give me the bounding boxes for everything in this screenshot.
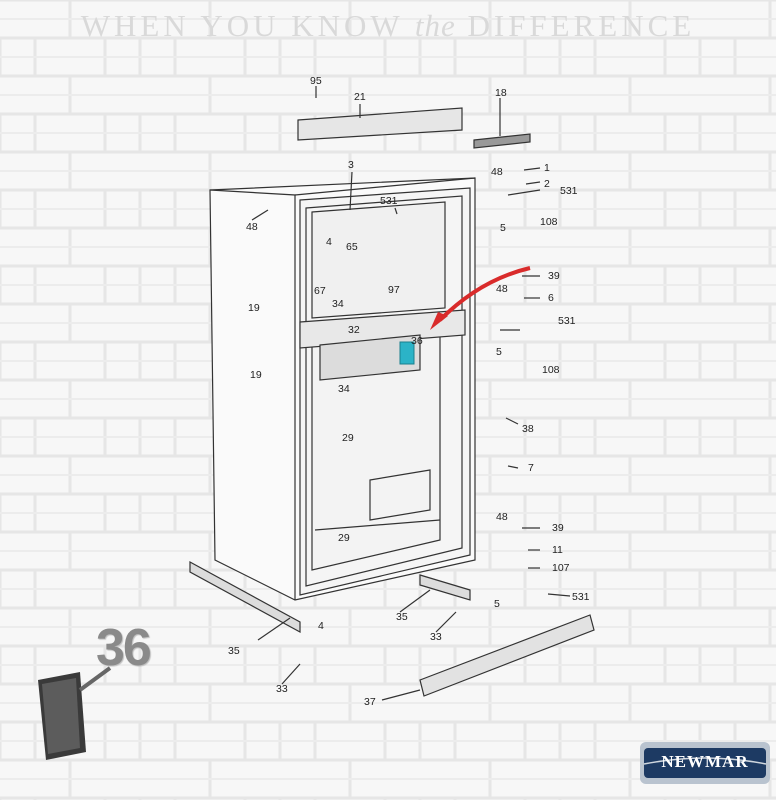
callout-37: 37 [364,696,376,708]
callout-11: 11 [552,544,563,556]
callout-95: 95 [310,75,322,87]
callout-108-top: 108 [540,216,558,228]
refrigerator-cabinet [189,86,595,701]
highlighted-part-36 [399,341,415,365]
callout-19-top: 19 [248,302,260,314]
tagline-part-2: DIFFERENCE [467,8,696,43]
callout-5-mid: 5 [496,346,502,358]
callout-107: 107 [552,562,570,574]
callout-48-left: 48 [246,221,258,233]
part-36-inset [38,666,112,760]
callout-29-mid: 29 [342,432,354,444]
callout-2: 2 [544,178,550,190]
callout-36: 36 [411,335,423,347]
callout-34-top: 34 [332,298,344,310]
callout-67: 67 [314,285,326,297]
tagline-part-1: WHEN YOU KNOW [80,8,404,43]
callout-38: 38 [522,423,534,435]
callout-531-bottom: 531 [572,591,590,603]
callout-35-right: 35 [396,611,408,623]
callout-48-top: 48 [491,166,503,178]
callout-97: 97 [388,284,400,296]
callout-33-left: 33 [276,683,288,695]
red-arrow [438,266,531,322]
callout-6: 6 [548,292,554,304]
callout-4-top: 4 [326,236,332,248]
callout-108-mid: 108 [542,364,560,376]
callout-34-bottom: 34 [338,383,350,395]
callout-39-bottom: 39 [552,522,564,534]
callout-5-top: 5 [500,222,506,234]
callout-32: 32 [348,324,360,336]
callout-33-right: 33 [430,631,442,643]
callout-39-top: 39 [548,270,560,282]
tagline-emphasis: the [414,8,456,43]
callout-18: 18 [495,87,507,99]
callout-531-door: 531 [380,195,398,207]
callout-21: 21 [354,91,366,103]
red-arrow-head [430,312,448,330]
callout-65: 65 [346,241,358,253]
callout-48-mid: 48 [496,283,508,295]
callout-531-mid: 531 [558,315,576,327]
newmar-logo [640,742,770,784]
tagline: WHEN YOU KNOW the DIFFERENCE [0,8,776,44]
callout-4-bottom: 4 [318,620,324,632]
callout-5-bottom: 5 [494,598,500,610]
callout-29-bottom: 29 [338,532,350,544]
callout-531-top-right: 531 [560,185,578,197]
callout-labels: 95 21 18 3 1 2 48 531 531 48 5 108 4 65 … [228,75,590,708]
callout-3: 3 [348,159,354,171]
callout-48-bottom: 48 [496,511,508,523]
newmar-logo-text: NEWMAR [661,752,749,771]
callout-19-bottom: 19 [250,369,262,381]
callout-1: 1 [544,162,550,174]
inset-part-number: 36 [96,619,152,677]
callout-35-left: 35 [228,645,240,657]
callout-7: 7 [528,462,534,474]
